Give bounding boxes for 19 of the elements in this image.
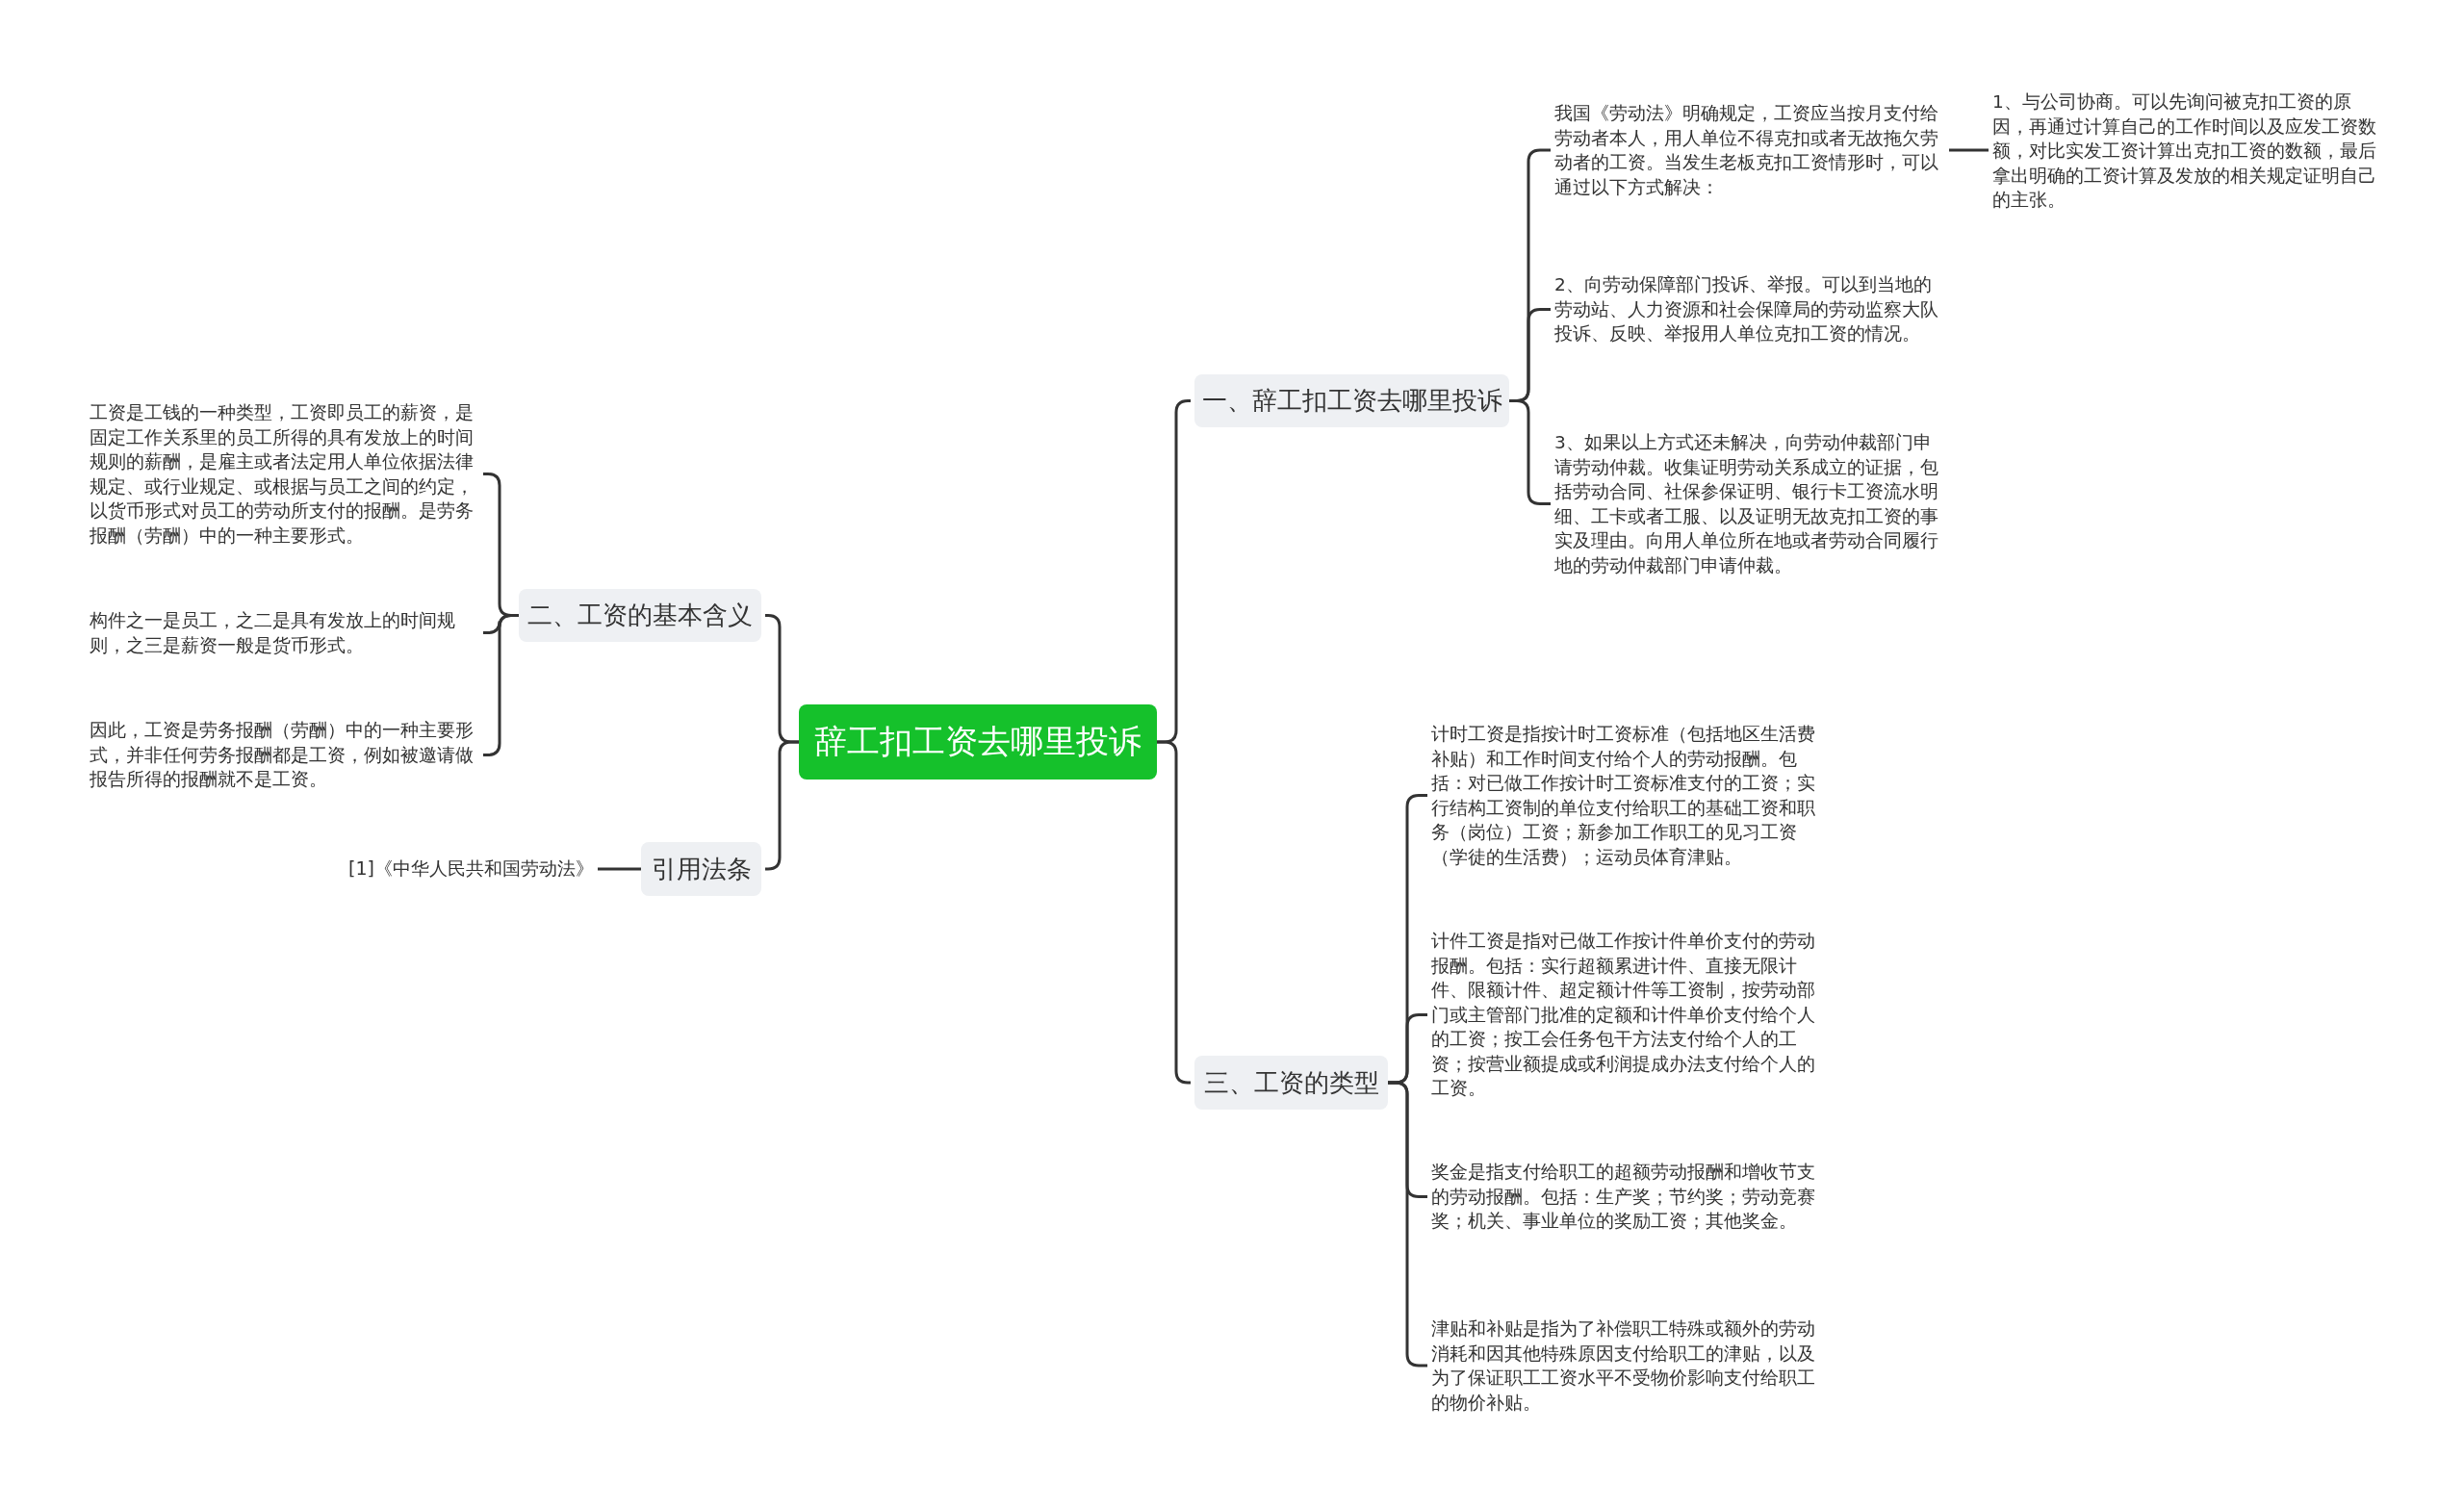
connector-line bbox=[598, 867, 641, 871]
note-text: 计件工资是指对已做工作按计件单价支付的劳动报酬。包括：实行超额累进计件、直接无限计件、限额计件、超定额计件等工资制，按劳动部门或主管部门批准的定额和计件单价支付给个人的工资；按工会任务包干方法支付给个人的工资；按营业额提成或利润提成办法支付给个人的工资。 bbox=[1431, 929, 1821, 1101]
note-text: 因此，工资是劳务报酬（劳酬）中的一种主要形式，并非任何劳务报酬都是工资，例如被邀请做报告所得的报酬就不是工资。 bbox=[90, 718, 479, 792]
note-text: 2、向劳动保障部门投诉、举报。可以到当地的劳动站、人力资源和社会保障局的劳动监察大队投诉、反映、举报用人单位克扣工资的情况。 bbox=[1554, 272, 1949, 346]
note-text: 我国《劳动法》明确规定，工资应当按月支付给劳动者本人，用人单位不得克扣或者无故拖欠劳动者的工资。当发生老板克扣工资情形时，可以通过以下方式解决： bbox=[1554, 101, 1949, 199]
reference-text: [1]《中华人民共和国劳动法》 bbox=[327, 855, 594, 883]
note-text: 构件之一是员工，之二是具有发放上的时间规则，之三是薪资一般是货币形式。 bbox=[90, 608, 479, 657]
note-text: 津贴和补贴是指为了补偿职工特殊或额外的劳动消耗和因其他特殊原因支付给职工的津贴，以及为了保证职工工资水平不受物价影响支付给职工的物价补贴。 bbox=[1431, 1316, 1821, 1415]
central-topic: 辞工扣工资去哪里投诉 bbox=[799, 704, 1157, 780]
topic-box: 引用法条 bbox=[641, 842, 761, 896]
note-text: 3、如果以上方式还未解决，向劳动仲裁部门申请劳动仲裁。收集证明劳动关系成立的证据，包括劳动合同、社保参保证明、银行卡工资流水明细、工卡或者工服、以及证明无故克扣工资的事实及理由。向用人单位所在地或者劳动合同履行地的劳动仲裁部门申请仲裁。 bbox=[1554, 430, 1949, 577]
topic-box: 一、辞工扣工资去哪里投诉 bbox=[1194, 374, 1509, 427]
note-text: 1、与公司协商。可以先询问被克扣工资的原因，再通过计算自己的工作时间以及应发工资数额，对比实发工资计算出克扣工资的数额，最后拿出明确的工资计算及发放的相关规定证明自己的主张。 bbox=[1992, 89, 2382, 213]
note-text: 奖金是指支付给职工的超额劳动报酬和增收节支的劳动报酬。包括：生产奖；节约奖；劳动竞赛奖；机关、事业单位的奖励工资；其他奖金。 bbox=[1431, 1160, 1821, 1234]
note-text: 工资是工钱的一种类型，工资即员工的薪资，是固定工作关系里的员工所得的具有发放上的时间规则的薪酬，是雇主或者法定用人单位依据法律规定、或行业规定、或根据与员工之间的约定，以货币形式对员工的劳动所支付的报酬。是劳务报酬（劳酬）中的一种主要形式。 bbox=[90, 400, 479, 548]
connector-line bbox=[1949, 148, 1989, 152]
topic-box: 三、工资的类型 bbox=[1194, 1056, 1388, 1110]
note-text: 计时工资是指按计时工资标准（包括地区生活费补贴）和工作时间支付给个人的劳动报酬。包括：对已做工作按计时工资标准支付的工资；实行结构工资制的单位支付给职工的基础工资和职务（岗位）工资；新参加工作职工的见习工资（学徒的生活费）；运动员体育津贴。 bbox=[1431, 722, 1821, 869]
topic-box: 二、工资的基本含义 bbox=[519, 589, 761, 642]
